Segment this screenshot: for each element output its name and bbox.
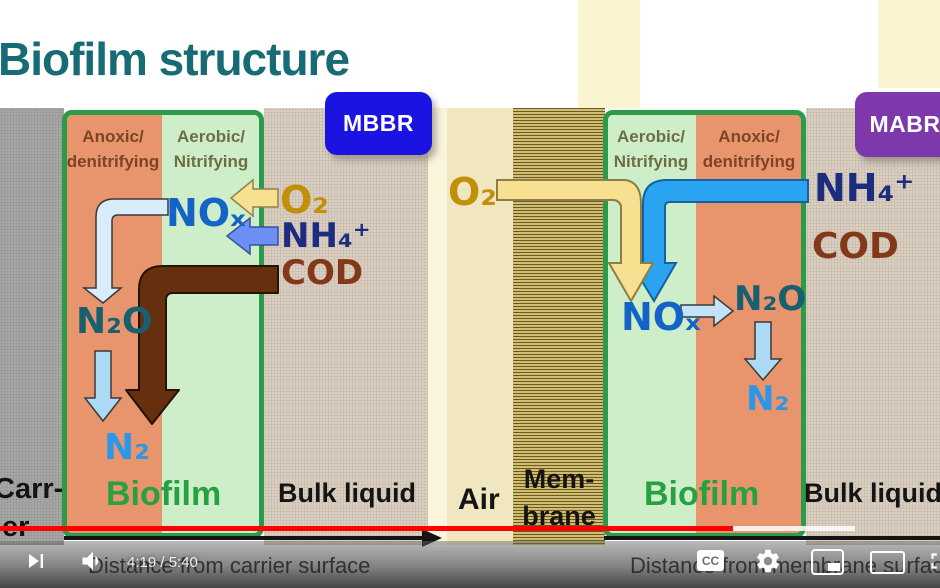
fullscreen-icon — [931, 553, 937, 569]
mbbr-cod-label: COD — [281, 253, 364, 293]
time-display: 4:19 / 5:40 — [127, 554, 198, 571]
next-icon — [29, 554, 43, 568]
mabr-anoxic-label: Anoxic/ denitrifying — [702, 127, 796, 171]
next-button[interactable] — [22, 547, 50, 575]
pale-strip-top-center — [578, 0, 640, 108]
progress-buffered — [733, 526, 856, 531]
mbbr-aerobic-label: Aerobic/ Nitrifying — [173, 127, 249, 171]
captions-button[interactable]: CC — [697, 550, 724, 571]
mabr-nh4-label: NH₄⁺ — [814, 166, 915, 210]
mbbr-carrier-region — [0, 108, 64, 545]
captions-icon: CC — [701, 553, 720, 568]
mbbr-badge: MBBR — [325, 92, 432, 155]
mbbr-carrier-label: Carr- ier — [0, 473, 64, 543]
mabr-anoxic-zone — [696, 115, 801, 533]
mbbr-o2-label: O₂ — [280, 178, 329, 222]
mabr-nox-label: NOₓ — [621, 295, 701, 339]
mabr-n2o-label: N₂O — [734, 279, 807, 319]
mbbr-anoxic-label: Anoxic/ denitrifying — [66, 127, 160, 171]
mbbr-nh4-label: NH₄⁺ — [281, 216, 371, 256]
mabr-membrane-label: Mem- brane — [522, 464, 596, 531]
mbbr-n2-label: N₂ — [104, 427, 150, 468]
settings-button[interactable] — [754, 547, 782, 575]
mabr-bulk-region — [806, 108, 940, 545]
theater-mode-button[interactable] — [870, 551, 905, 574]
progress-bar[interactable] — [0, 526, 940, 531]
fullscreen-button[interactable] — [926, 548, 940, 574]
mabr-air-label: Air — [458, 483, 500, 516]
mbbr-bulk-region — [264, 108, 428, 545]
mabr-badge: MABR — [855, 92, 940, 157]
mabr-o2-label: O₂ — [448, 170, 497, 214]
mbbr-nox-label: NOₓ — [166, 191, 246, 235]
mabr-aerobic-label: Aerobic/ Nitrifying — [613, 127, 689, 171]
volume-icon — [82, 551, 99, 571]
mabr-cod-label: COD — [812, 226, 899, 267]
mabr-n2-label: N₂ — [746, 379, 790, 419]
mabr-bulk-label: Bulk liquid — [804, 478, 940, 508]
player-controls-scrim — [0, 541, 940, 588]
mbbr-n2o-label: N₂O — [76, 301, 153, 342]
mbbr-aerobic-zone — [162, 115, 259, 533]
page-title: Biofilm structure — [0, 33, 350, 85]
volume-button[interactable] — [79, 547, 107, 575]
pale-gap-strip — [428, 108, 447, 545]
pale-strip-top-right — [878, 0, 940, 88]
mbbr-bulk-label: Bulk liquid — [278, 478, 416, 508]
mbbr-biofilm-label: Biofilm — [106, 475, 222, 513]
miniplayer-button[interactable] — [811, 549, 844, 575]
mabr-biofilm-label: Biofilm — [644, 475, 760, 513]
progress-played — [0, 526, 734, 531]
miniplayer-icon — [828, 563, 840, 571]
gear-icon — [757, 549, 779, 573]
